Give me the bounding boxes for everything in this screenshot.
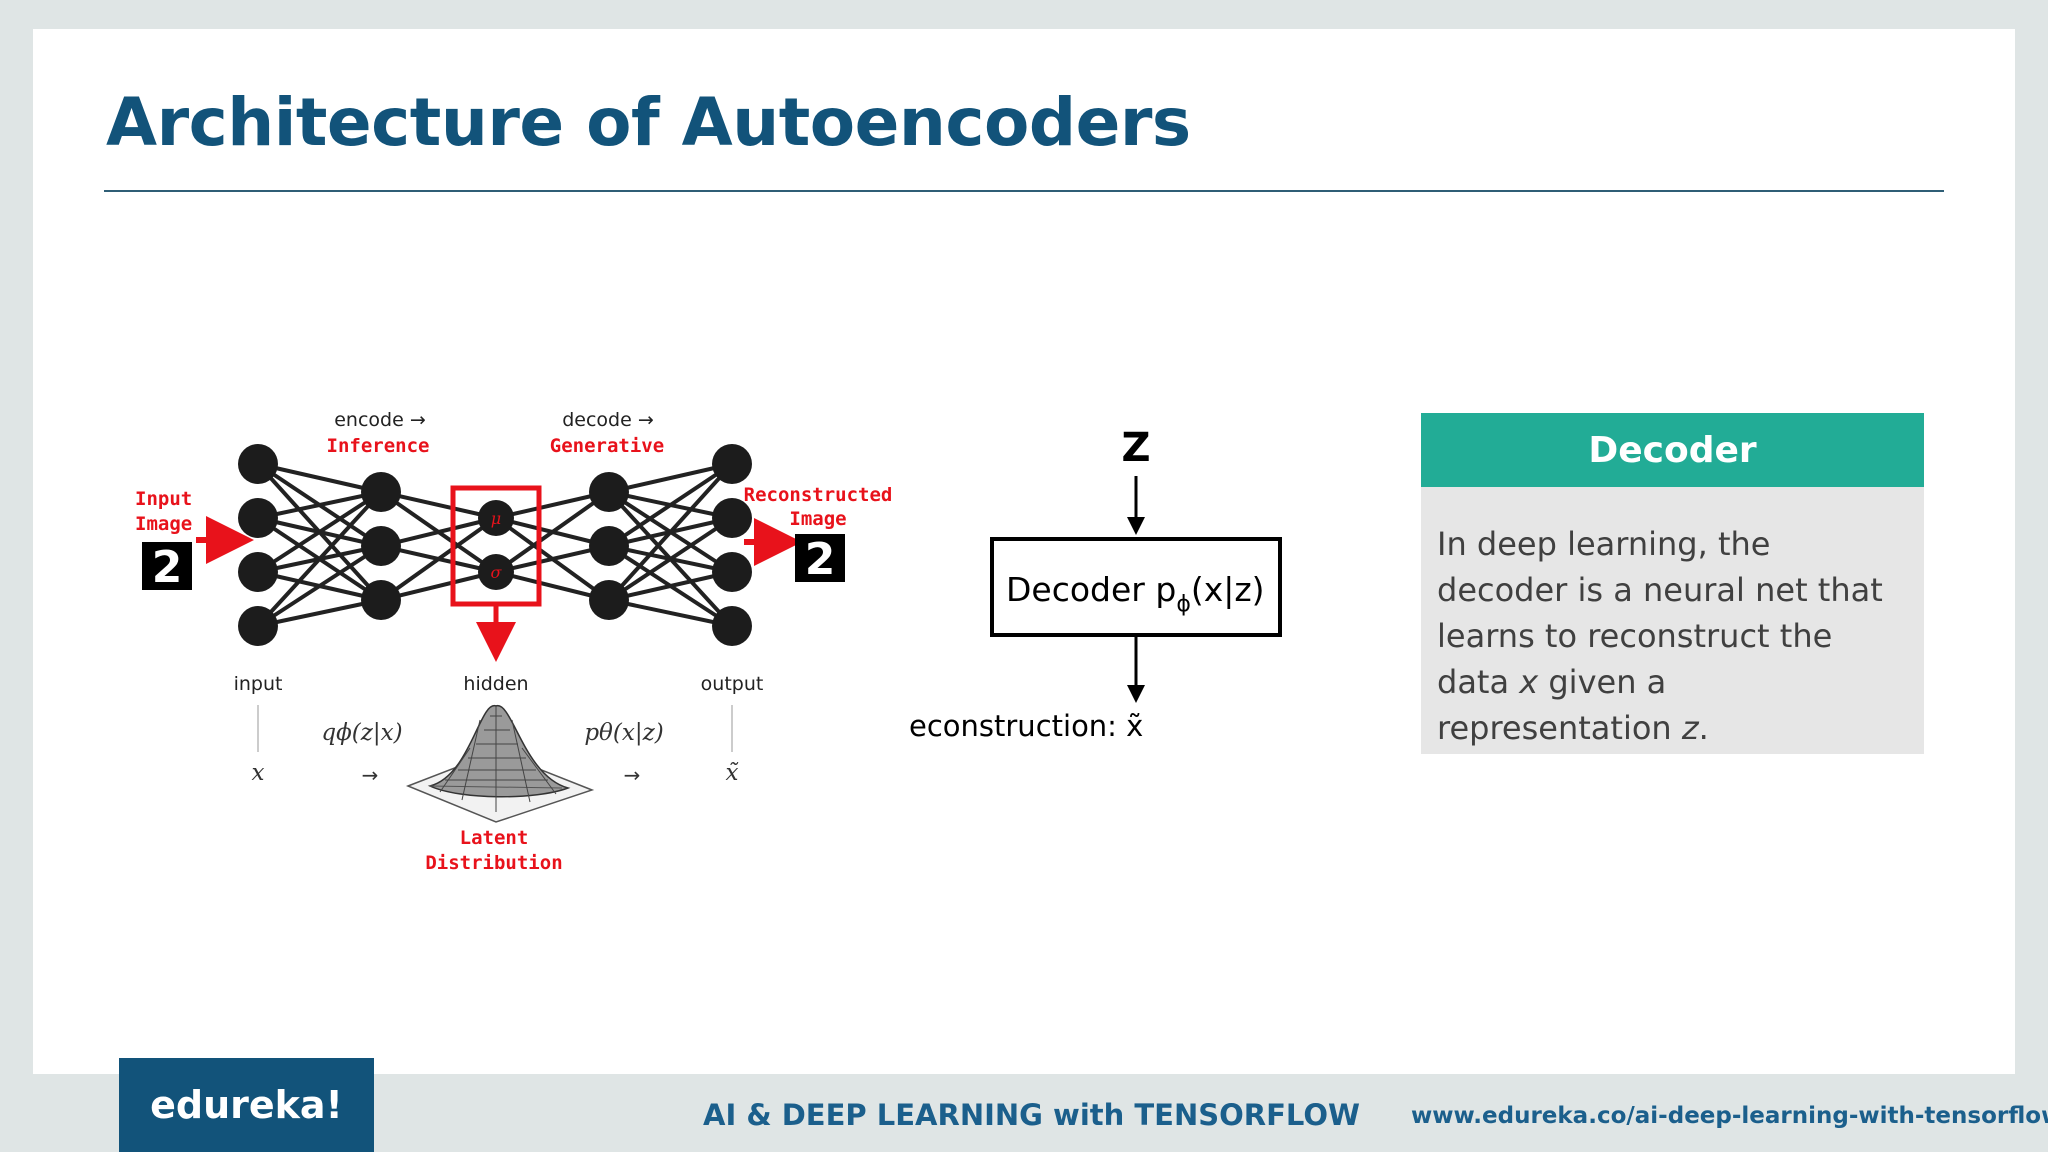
edureka-logo: edureka! <box>119 1058 374 1152</box>
sigma-symbol: σ <box>491 563 503 582</box>
encode-label: encode → <box>334 409 426 431</box>
slide-title: Architecture of Autoencoders <box>106 84 1191 161</box>
info-text-middle: given a representation <box>1437 663 1682 747</box>
info-text-prefix: In deep learning, the decoder is a neura… <box>1437 525 1883 701</box>
decoder-box-label: Decoder pϕ(x|z) <box>1006 570 1265 617</box>
reconstructed-digit: 2 <box>805 534 836 585</box>
reconstructed-label: Reconstructed <box>744 484 893 506</box>
decoder-box-subscript: ϕ <box>1176 592 1191 617</box>
reconstructed-digit-image <box>795 534 845 582</box>
mu-symbol: μ <box>491 509 501 528</box>
footer-course-title: AI & DEEP LEARNING with TENSORFLOW <box>703 1098 1361 1132</box>
input-digit-image <box>142 542 192 590</box>
title-divider <box>104 190 1944 192</box>
latent-label: Latent <box>460 827 529 849</box>
output-layer-label: output <box>701 673 764 695</box>
decoder-box <box>990 537 1282 637</box>
input-layer-label: input <box>234 673 283 695</box>
decoder-box-text: Decoder p <box>1006 570 1176 609</box>
inference-label: Inference <box>327 435 430 457</box>
reconstruction-label: econstruction: x̃ <box>909 709 1143 743</box>
network-edges <box>256 462 734 628</box>
encoder-hidden-nodes <box>361 472 401 620</box>
footer-url[interactable]: www.edureka.co/ai-deep-learning-with-ten… <box>1411 1103 2048 1129</box>
generative-label: Generative <box>550 435 664 457</box>
z-label: Z <box>1121 425 1150 471</box>
info-text-suffix: . <box>1698 709 1709 747</box>
hidden-layer-label: hidden <box>463 673 528 695</box>
x-tilde-symbol: x̃ <box>726 760 740 786</box>
decoder-hidden-nodes <box>589 472 629 620</box>
info-box-body: In deep learning, the decoder is a neura… <box>1421 487 1924 754</box>
reconstructed-label-2: Image <box>789 508 846 530</box>
output-layer-nodes <box>712 444 752 646</box>
info-var-x: x <box>1519 663 1539 701</box>
latent-nodes <box>478 500 514 590</box>
latent-distribution-plot <box>405 705 595 823</box>
decoder-box-suffix: (x|z) <box>1191 570 1265 609</box>
input-image-label: Input <box>135 488 192 510</box>
info-box-header: Decoder <box>1421 413 1924 487</box>
decode-label: decode → <box>562 409 654 431</box>
p-formula: pθ(x|z) <box>584 720 663 746</box>
info-var-z: z <box>1681 709 1699 747</box>
input-image-label-2: Image <box>135 513 192 535</box>
q-formula: qϕ(z|x) <box>321 720 402 746</box>
q-arrow: → <box>362 763 379 787</box>
latent-box <box>450 485 542 607</box>
distribution-label: Distribution <box>425 852 562 874</box>
p-arrow: → <box>624 763 641 787</box>
x-symbol: x <box>252 760 265 786</box>
input-layer-nodes <box>238 444 278 646</box>
input-digit: 2 <box>152 542 183 593</box>
